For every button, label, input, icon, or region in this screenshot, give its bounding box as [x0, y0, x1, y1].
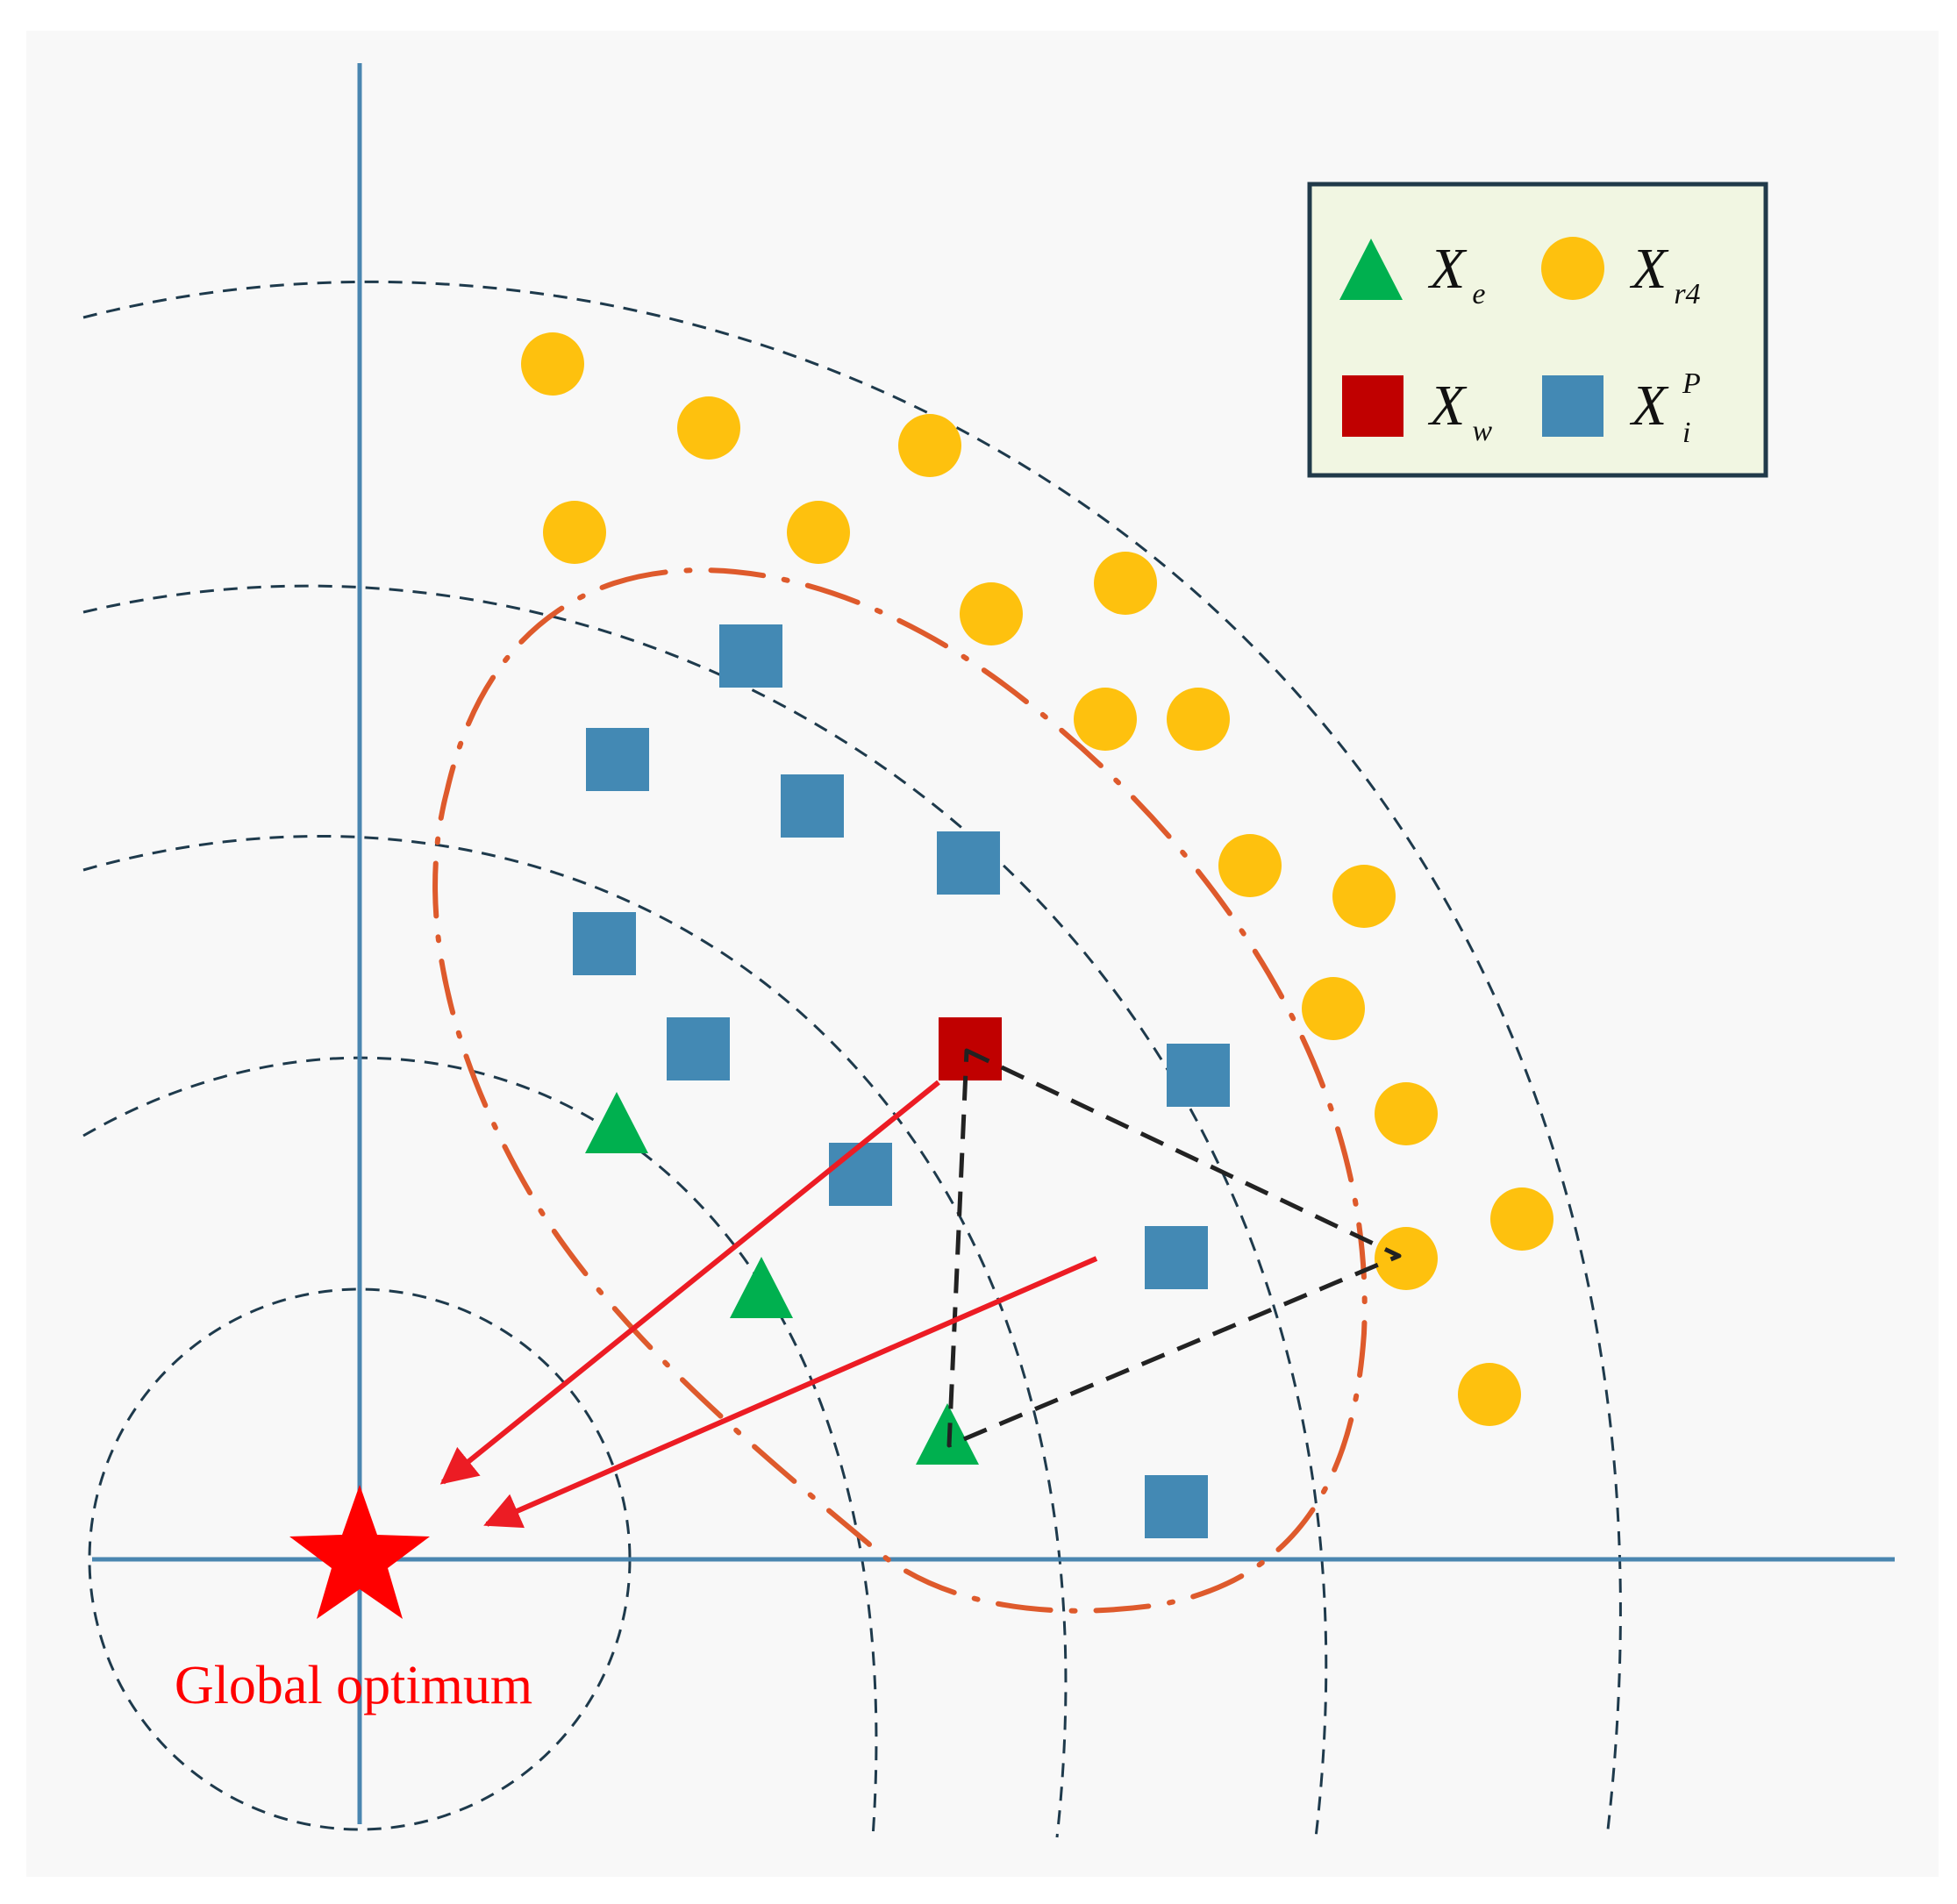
elite-point	[916, 1403, 979, 1465]
r4-point	[1218, 834, 1282, 897]
legend-label-elite-base: X	[1427, 237, 1468, 301]
legend-triangle-icon	[1339, 239, 1403, 300]
arrow-from-region	[483, 1256, 1098, 1529]
legend-label-population: X	[1629, 374, 1669, 438]
search-region-boundary	[432, 567, 1368, 1614]
r4-point	[1375, 1227, 1438, 1290]
legend-label-population-sub: i	[1682, 417, 1690, 449]
population-point	[573, 912, 636, 975]
elite-points	[585, 1092, 979, 1465]
legend-blue-square-icon	[1542, 375, 1603, 437]
elite-point	[585, 1092, 648, 1153]
r4-point	[1074, 688, 1137, 751]
arrow-from-worst	[439, 1080, 940, 1485]
legend-circle-icon	[1541, 237, 1604, 300]
direction-arrows	[439, 1080, 1098, 1529]
r4-point	[1167, 688, 1230, 751]
r4-point	[1302, 977, 1365, 1040]
r4-point	[1094, 552, 1157, 615]
worst-point	[939, 1017, 1002, 1080]
r4-point	[1332, 865, 1396, 928]
r4-point	[677, 396, 740, 460]
legend-label-worst-base: X	[1427, 374, 1468, 438]
population-point	[1145, 1475, 1208, 1538]
legend-label-r4-base: X	[1629, 237, 1669, 301]
r4-point	[1490, 1187, 1553, 1251]
r4-points	[521, 332, 1553, 1426]
population-point	[667, 1017, 730, 1080]
population-point	[719, 624, 782, 688]
population-point	[1167, 1044, 1230, 1107]
legend-label-population-base: X	[1629, 374, 1669, 438]
legend-label-elite-sub: e	[1472, 278, 1485, 310]
r4-point	[898, 414, 961, 477]
population-point	[937, 831, 1000, 895]
contour-ring-4	[82, 280, 1622, 1838]
legend-label-population-sup: P	[1682, 367, 1701, 400]
legend-worst-square-icon	[1342, 375, 1403, 437]
population-points	[573, 624, 1230, 1538]
elite-point	[730, 1257, 793, 1318]
r4-point	[543, 501, 606, 564]
global-optimum-label: Global optimum	[175, 1656, 532, 1715]
population-point	[586, 728, 649, 791]
r4-point	[787, 501, 850, 564]
population-point	[781, 774, 844, 838]
mutation-triangle	[946, 1048, 1402, 1448]
legend-label-worst-sub: w	[1472, 415, 1492, 447]
global-optimum-star	[289, 1485, 430, 1619]
contour-ring-2	[82, 834, 1068, 1838]
r4-point	[521, 332, 584, 396]
legend-label-r4-sub: r4	[1674, 278, 1700, 310]
population-point	[1145, 1226, 1208, 1289]
population-point	[829, 1143, 892, 1206]
r4-point	[960, 582, 1023, 645]
r4-point	[1375, 1082, 1438, 1145]
r4-point	[1458, 1363, 1521, 1426]
